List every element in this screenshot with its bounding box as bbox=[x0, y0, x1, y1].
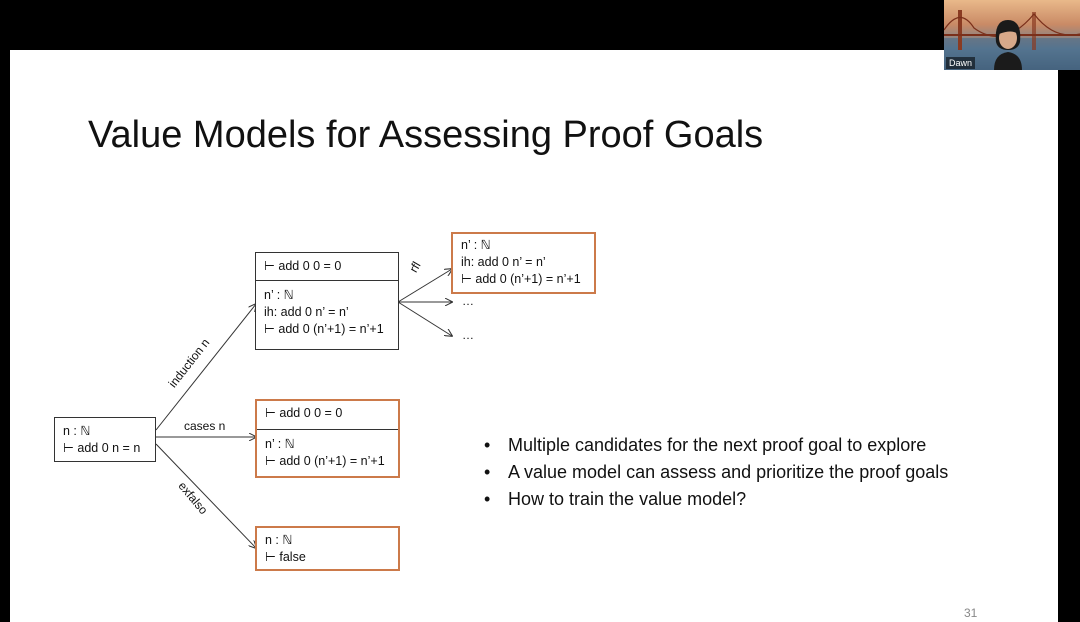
root-line-1: n : ℕ bbox=[63, 424, 91, 438]
participant-avatar bbox=[994, 20, 1022, 70]
edge-label-cases: cases n bbox=[184, 419, 226, 433]
root-line-2: ⊢ add 0 n = n bbox=[63, 441, 141, 455]
exfalso-line-2: ⊢ false bbox=[265, 550, 306, 564]
rfl-line-3: ⊢ add 0 (n’+1) = n’+1 bbox=[461, 272, 581, 286]
rfl-result-node: n’ : ℕ ih: add 0 n’ = n’ ⊢ add 0 (n’+1) … bbox=[451, 232, 596, 294]
root-goal-node: n : ℕ ⊢ add 0 n = n bbox=[54, 417, 156, 462]
induction-step-line-2: ih: add 0 n’ = n’ bbox=[264, 305, 349, 319]
cases-base-goal: ⊢ add 0 0 = 0 bbox=[265, 406, 343, 420]
participant-video-tile[interactable]: Dawn bbox=[944, 0, 1080, 70]
rfl-line-1: n’ : ℕ bbox=[461, 238, 491, 252]
slide-title: Value Models for Assessing Proof Goals bbox=[88, 114, 764, 156]
diagram-edges bbox=[155, 50, 1058, 622]
cases-goals-node: ⊢ add 0 0 = 0 n’ : ℕ ⊢ add 0 (n’+1) = n’… bbox=[255, 399, 400, 478]
edge-branch-3 bbox=[397, 301, 452, 336]
slide: Value Models for Assessing Proof Goals n… bbox=[10, 50, 1058, 622]
exfalso-goal-node: n : ℕ ⊢ false bbox=[255, 526, 400, 571]
exfalso-line-1: n : ℕ bbox=[265, 533, 293, 547]
edge-induction bbox=[155, 304, 256, 431]
bullet-item-1: Multiple candidates for the next proof g… bbox=[482, 432, 948, 459]
induction-step-line-3: ⊢ add 0 (n’+1) = n’+1 bbox=[264, 322, 384, 336]
edge-rfl bbox=[397, 269, 452, 303]
induction-step-line-1: n’ : ℕ bbox=[264, 288, 294, 302]
ellipsis-branch-2: … bbox=[462, 294, 474, 308]
bullet-list: Multiple candidates for the next proof g… bbox=[482, 432, 948, 513]
bullet-item-2: A value model can assess and prioritize … bbox=[482, 459, 948, 486]
bullet-item-3: How to train the value model? bbox=[482, 486, 948, 513]
cases-step-line-1: n’ : ℕ bbox=[265, 437, 295, 451]
induction-goals-node: ⊢ add 0 0 = 0 n’ : ℕ ih: add 0 n’ = n’ ⊢… bbox=[255, 252, 399, 350]
ellipsis-branch-3: … bbox=[462, 328, 474, 342]
cases-step-line-2: ⊢ add 0 (n’+1) = n’+1 bbox=[265, 454, 385, 468]
page-number: 31 bbox=[964, 606, 978, 620]
rfl-line-2: ih: add 0 n’ = n’ bbox=[461, 255, 546, 269]
edge-exfalso bbox=[155, 443, 256, 548]
induction-base-goal: ⊢ add 0 0 = 0 bbox=[264, 259, 342, 273]
participant-name-label: Dawn bbox=[946, 57, 976, 69]
